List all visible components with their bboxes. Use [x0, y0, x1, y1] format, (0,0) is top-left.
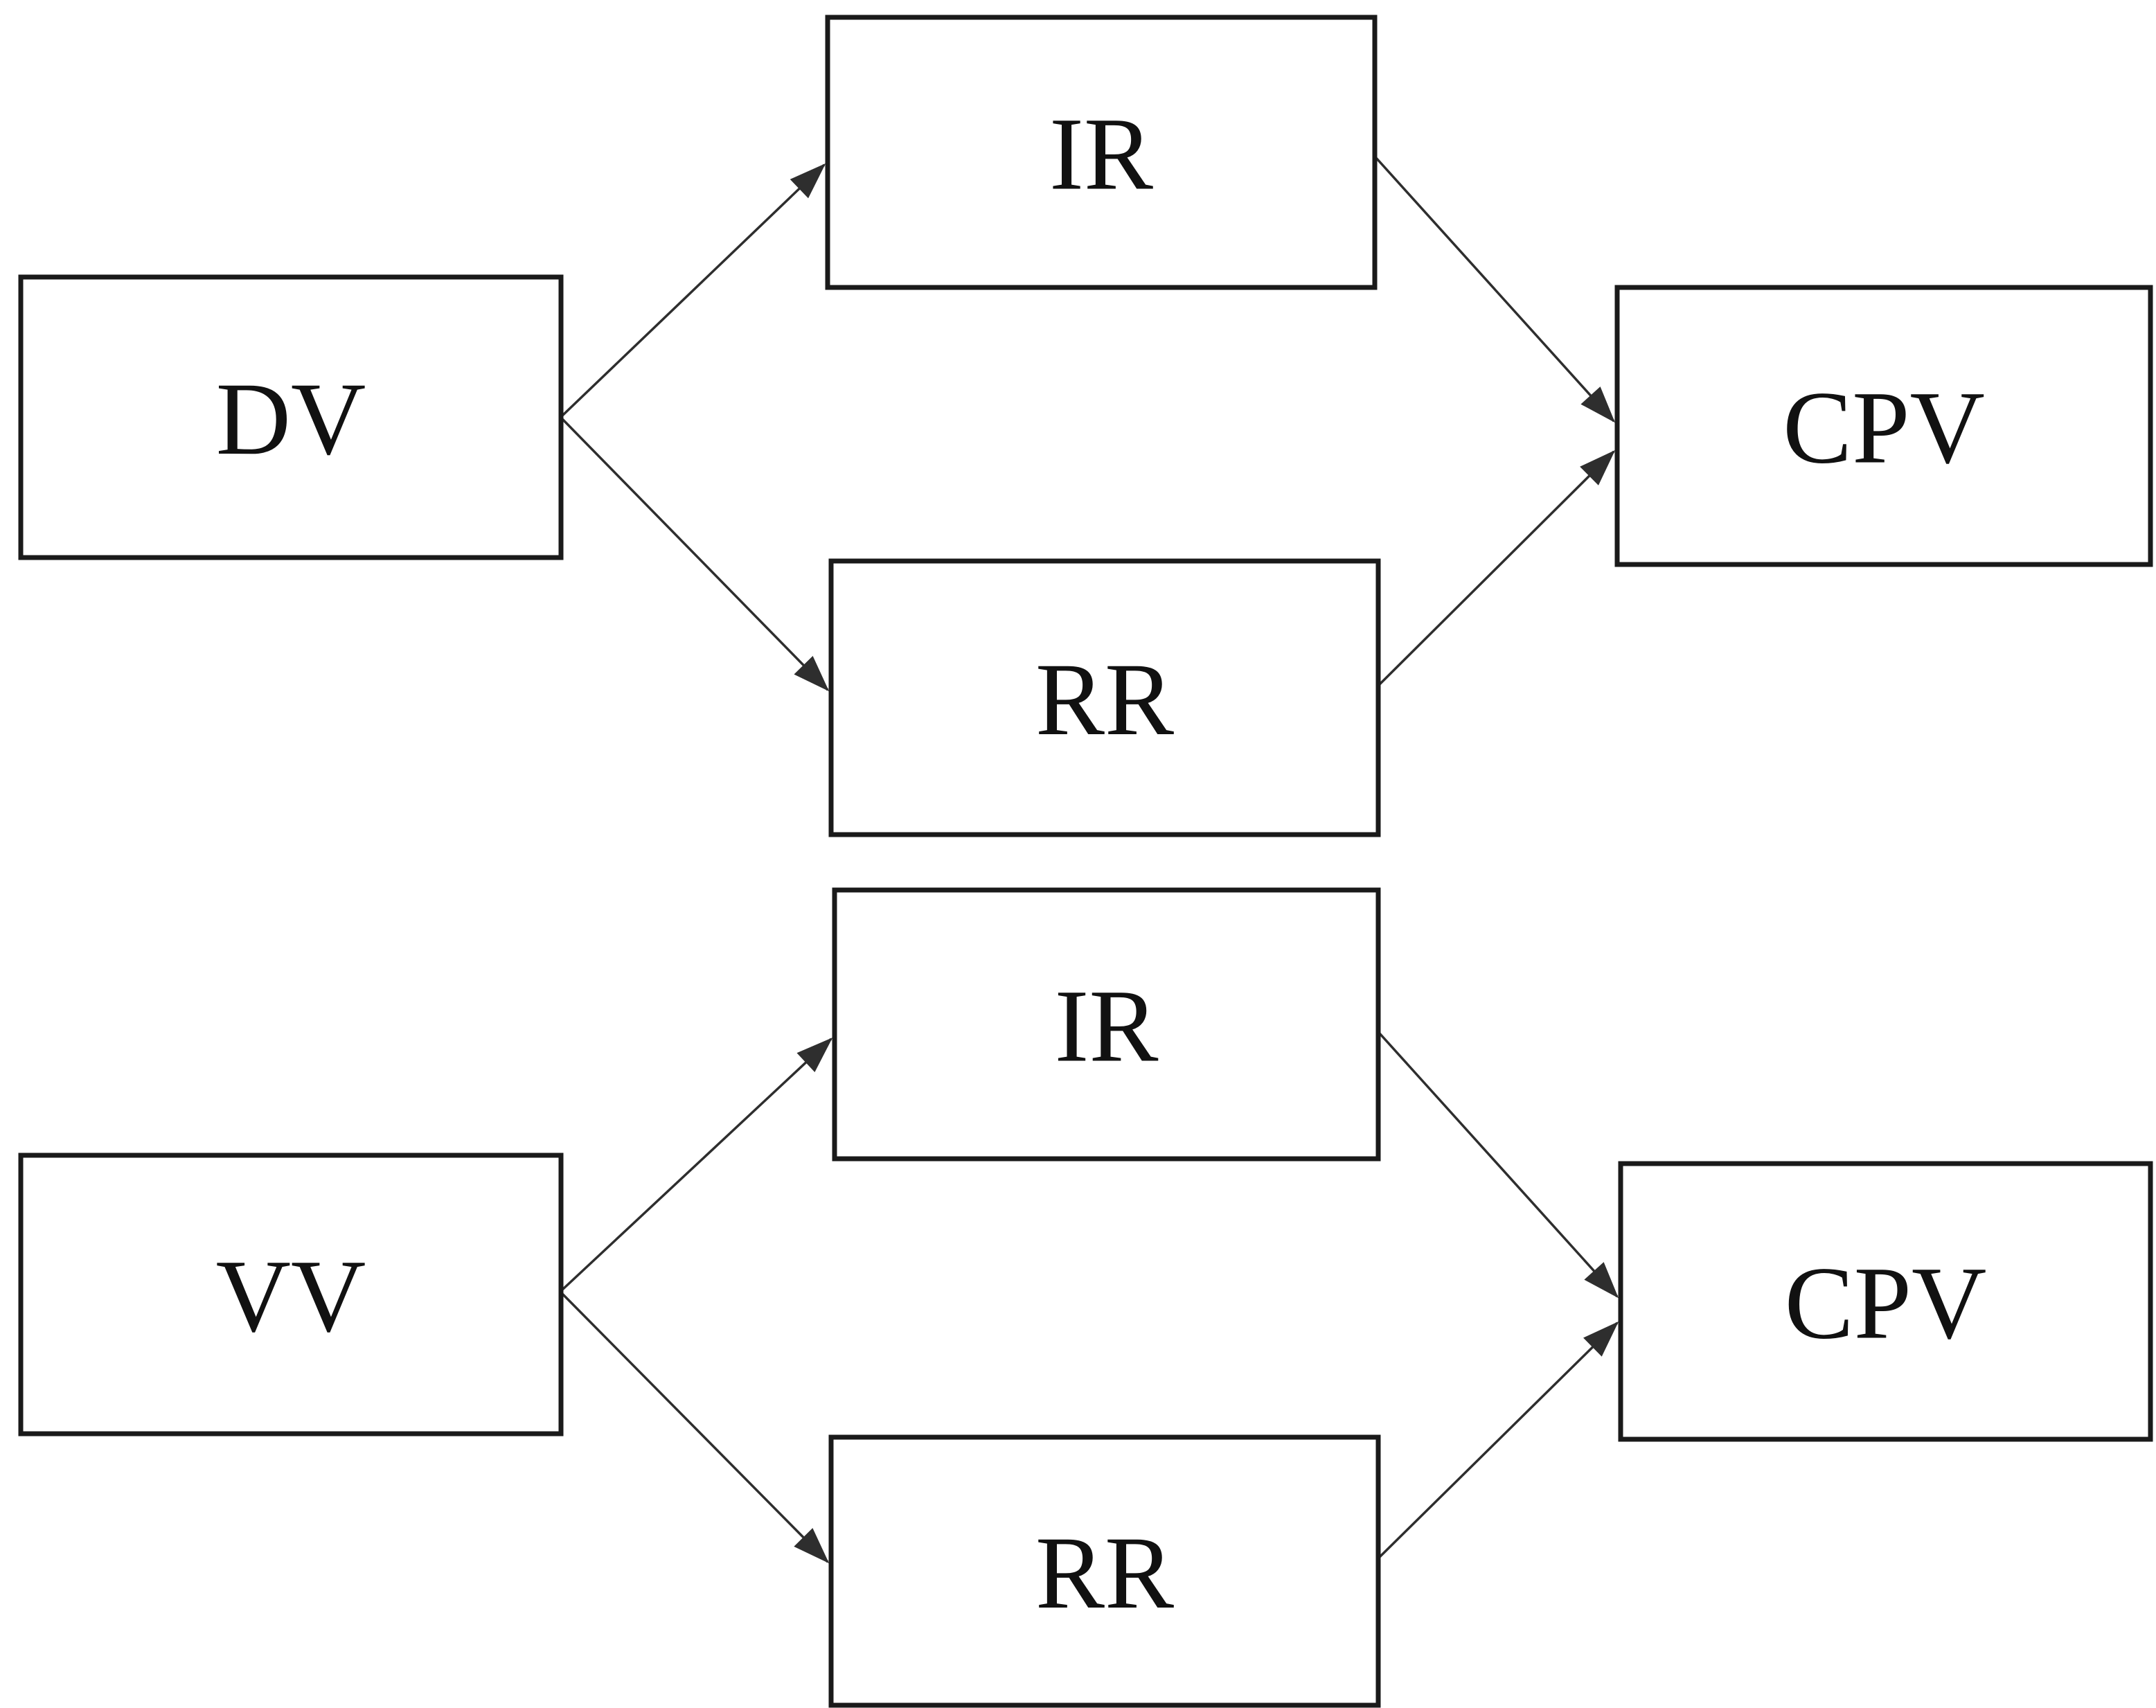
node-label-ir-top: IR: [1049, 97, 1153, 212]
node-label-vv: VV: [216, 1239, 366, 1354]
node-box-ir-top: [825, 15, 1378, 290]
node-box-cpv-bottom: [1618, 1161, 2153, 1442]
node-label-dv: DV: [216, 362, 366, 477]
node-rr-bottom: RR: [828, 1434, 1381, 1708]
node-box-dv: [18, 274, 564, 560]
node-ir-top: IR: [825, 15, 1378, 290]
edge-arrow-vv-to-rr-bottom: [561, 1292, 830, 1564]
node-vv: VV: [18, 1153, 564, 1436]
node-cpv-bottom: CPV: [1618, 1161, 2153, 1442]
node-ir-bottom: IR: [832, 887, 1381, 1162]
edge-arrow-rr-bottom-to-cpv-bottom: [1378, 1321, 1619, 1558]
node-dv: DV: [18, 274, 564, 560]
edge-arrow-ir-bottom-to-cpv-bottom: [1378, 1032, 1619, 1299]
nodes-layer: DV IR RR CPV VV IR RR CPV: [18, 15, 2153, 1708]
edge-arrow-dv-to-ir-top: [561, 163, 826, 417]
node-cpv-top: CPV: [1614, 285, 2153, 567]
edge-arrow-ir-top-to-cpv-top: [1375, 157, 1616, 423]
node-label-rr-bottom: RR: [1035, 1515, 1174, 1630]
node-rr-top: RR: [828, 558, 1381, 837]
node-box-rr-bottom: [828, 1434, 1381, 1708]
edge-arrow-vv-to-ir-bottom: [561, 1037, 833, 1291]
edge-arrow-rr-top-to-cpv-top: [1378, 450, 1616, 686]
node-box-rr-top: [828, 558, 1381, 837]
edge-arrow-dv-to-rr-top: [561, 418, 830, 692]
node-label-rr-top: RR: [1035, 642, 1174, 757]
node-box-cpv-top: [1614, 285, 2153, 567]
edges-layer: [561, 157, 1619, 1564]
node-label-cpv-bottom: CPV: [1785, 1246, 1987, 1361]
node-box-vv: [18, 1153, 564, 1436]
node-label-cpv-top: CPV: [1783, 371, 1985, 486]
node-label-ir-bottom: IR: [1055, 969, 1159, 1084]
node-box-ir-bottom: [832, 887, 1381, 1162]
